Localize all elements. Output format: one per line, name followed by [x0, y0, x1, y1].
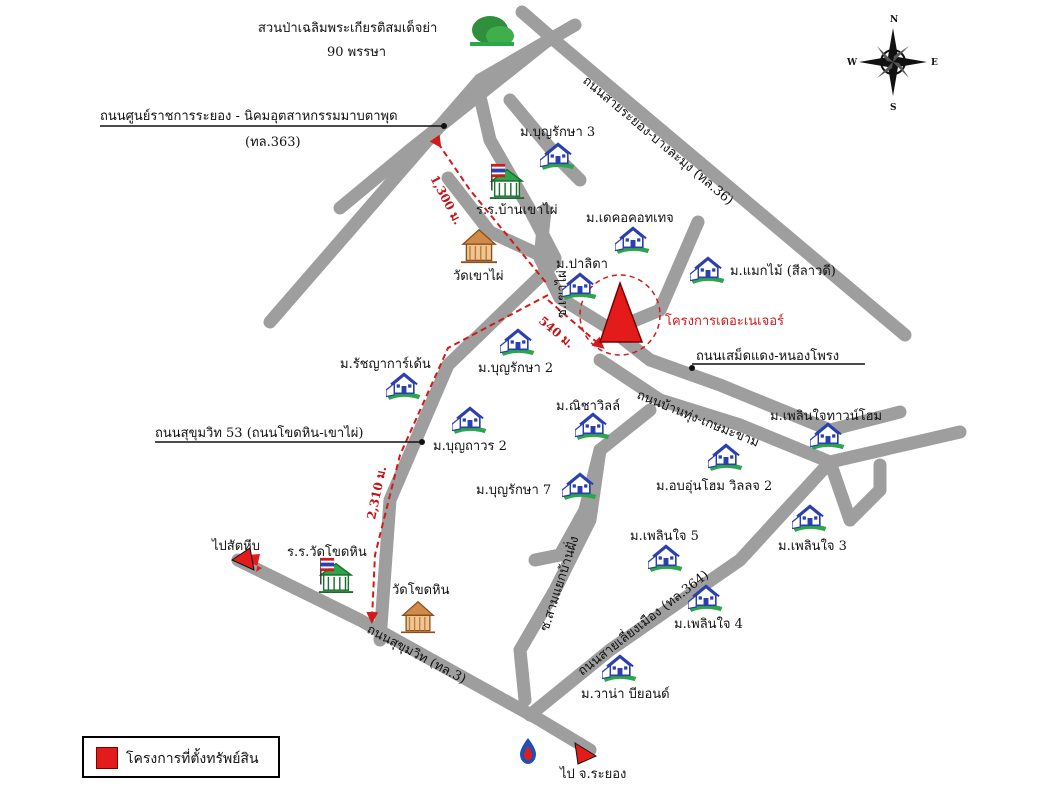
road-363-branch: [333, 33, 555, 215]
village-bunrak7-label: ม.บุญรักษา 7: [476, 483, 551, 498]
road-364: [523, 455, 837, 722]
village-phoenjai4-label: ม.เพลินใจ 4: [674, 616, 743, 632]
village-maemai-label: ม.แมกไม้ (สีลาวดี): [730, 263, 836, 279]
compass-w: W: [846, 58, 858, 68]
road-363-label-2: (ทล.363): [245, 135, 301, 150]
road-rayong-banglamung: [515, 5, 912, 342]
village-bunrak2-icon: [500, 328, 536, 356]
road-363: [263, 18, 582, 329]
school-khaophai-icon: [488, 162, 526, 200]
legend-label: โครงการที่ตั้งทรัพย์สิน: [126, 751, 259, 767]
road-saemdaeng: [605, 323, 907, 437]
village-maemai-icon: [690, 256, 726, 284]
road-banthung: [593, 353, 967, 469]
arrow-rayong: [574, 742, 598, 765]
school-khodhin-icon: [317, 556, 355, 594]
village-obun2-label: ม.อบอุ่นโฮม วิลลจ 2: [656, 478, 772, 494]
village-phoenjai3-label: ม.เพลินใจ 3: [778, 538, 847, 554]
village-decor-icon: [615, 226, 651, 254]
road-sukhumvit53: [373, 255, 562, 647]
distance-540: 540 ม.: [536, 314, 577, 351]
road-khaophai-upper: [533, 203, 705, 337]
fuel-station-icon: [520, 738, 536, 764]
road-branch-east: [843, 458, 887, 527]
village-phoenjai-town-label: ม.เพลินใจทาวน์โฮม: [770, 408, 882, 424]
legend-swatch: [96, 747, 118, 769]
project-label: โครงการเดอะเนเจอร์: [665, 313, 784, 329]
project-marker: [598, 280, 644, 343]
compass-e: E: [931, 58, 938, 68]
village-phoenjai5-label: ม.เพลินใจ 5: [630, 528, 699, 544]
road-khaophai-west: [441, 171, 562, 269]
park-tree-icon: [470, 16, 514, 46]
village-wana-label: ม.วาน่า บียอนด์: [581, 686, 670, 702]
village-bunrak2-label: ม.บุญรักษา 2: [478, 361, 553, 376]
road-sukhumvit53-label: ถนนสุขุมวิท 53 (ถนนโขดหิน-เขาไผ่): [155, 425, 363, 441]
village-bunthawon2-label: ม.บุญถาวร 2: [433, 439, 507, 454]
village-ratchaya-label: ม.รัชญาการ์เด้น: [340, 356, 431, 372]
park-label-2: 90 พรรษา: [327, 45, 386, 60]
road-east-link: [823, 455, 857, 527]
park-label-1: สวนป่าเฉลิมพระเกียรติสมเด็จย่า: [258, 18, 437, 36]
village-parida-label: ม.ปาลิดา: [556, 257, 608, 272]
compass-rose-icon: N S E W: [846, 15, 938, 113]
arrow-sattahip: [230, 547, 262, 572]
village-bunrak3-label: ม.บุญรักษา 3: [520, 125, 595, 140]
village-phoenjai5-icon: [648, 544, 684, 572]
distance-route: [366, 134, 605, 624]
village-ratchaya-icon: [386, 372, 422, 400]
road-sukhumvit3: [231, 553, 597, 757]
village-phoenjai3-icon: [792, 504, 828, 532]
project-radius: [579, 274, 661, 356]
direction-rayong-label: ไป จ.ระยอง: [559, 766, 626, 782]
road-saemdaeng-label: ถนนเสม็ดแดง-หนองโพรง: [696, 346, 839, 364]
compass-n: N: [890, 15, 898, 25]
village-obun2-icon: [708, 443, 744, 471]
village-bunthawon2-icon: [452, 406, 488, 434]
school-khodhin-label: ร.ร.วัดโขดหิน: [287, 544, 367, 560]
legend: โครงการที่ตั้งทรัพย์สิน: [82, 736, 280, 778]
village-decor-label: ม.เดคอคอทเทจ: [586, 211, 674, 226]
road-363-label-1: ถนนศูนย์ราชการระยอง - นิคมอุตสาหกรรมมาบต…: [100, 108, 398, 124]
road-36-label: ถนนสายระยอง-บางละมุง (ทล.36): [579, 74, 736, 209]
village-nichaville-icon: [575, 412, 611, 440]
temple-khodhin-icon: [400, 600, 436, 634]
village-nichaville-label: ม.ณิชาวิลล์: [556, 398, 620, 414]
temple-khodhin-label: วัดโขดหิน: [392, 582, 450, 598]
direction-sattahip-label: ไปสัตหีบ: [211, 538, 260, 554]
temple-khaophai-label: วัดเขาไผ่: [453, 268, 504, 284]
school-khaophai-label: ร.ร.บ้านเขาไผ่: [476, 202, 557, 218]
road-network: [231, 5, 967, 757]
compass-s: S: [890, 103, 897, 113]
